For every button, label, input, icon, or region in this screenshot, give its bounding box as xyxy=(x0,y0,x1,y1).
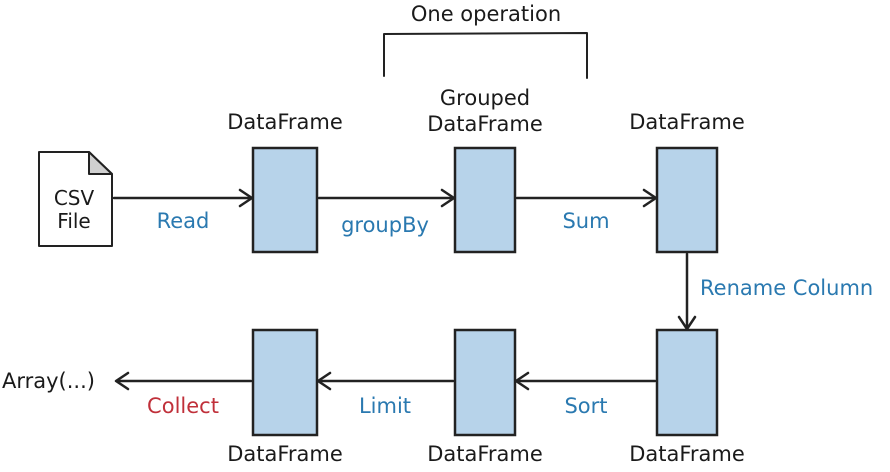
one-operation-bracket xyxy=(383,32,588,79)
rename-column-label: Rename Column xyxy=(700,276,874,300)
dataframe-label-3: DataFrame xyxy=(629,110,745,134)
sort-arrow xyxy=(514,371,657,391)
csv-file-label-line2: File xyxy=(57,209,91,233)
collect-arrow xyxy=(114,371,253,391)
read-arrow xyxy=(112,188,254,208)
dataframe-label-1: DataFrame xyxy=(227,110,343,134)
array-result-label: Array(...) xyxy=(2,369,95,393)
dataframe-box-1 xyxy=(251,146,319,254)
csv-file-icon xyxy=(38,151,113,247)
limit-arrow xyxy=(316,371,455,391)
dataframe-box-5 xyxy=(453,328,517,437)
rename-column-arrow xyxy=(677,252,697,331)
grouped-dataframe-label-line1: Grouped xyxy=(439,86,531,110)
collect-label: Collect xyxy=(147,394,219,418)
one-operation-label: One operation xyxy=(410,2,562,26)
sum-label: Sum xyxy=(562,209,610,233)
dataframe-label-6: DataFrame xyxy=(227,442,343,466)
dataframe-box-4 xyxy=(655,328,719,437)
groupby-label: groupBy xyxy=(341,213,429,237)
dataframe-box-2 xyxy=(453,146,517,254)
read-label: Read xyxy=(156,209,210,233)
csv-file-label-line1: CSV xyxy=(53,186,95,210)
groupby-arrow xyxy=(317,188,456,208)
dataframe-label-4: DataFrame xyxy=(629,442,745,466)
dataframe-label-5: DataFrame xyxy=(427,442,543,466)
dataframe-box-6 xyxy=(251,328,319,437)
grouped-dataframe-label-line2: DataFrame xyxy=(427,112,543,136)
sum-arrow xyxy=(515,188,658,208)
sort-label: Sort xyxy=(564,394,608,418)
dataframe-box-3 xyxy=(655,146,719,254)
limit-label: Limit xyxy=(358,394,412,418)
